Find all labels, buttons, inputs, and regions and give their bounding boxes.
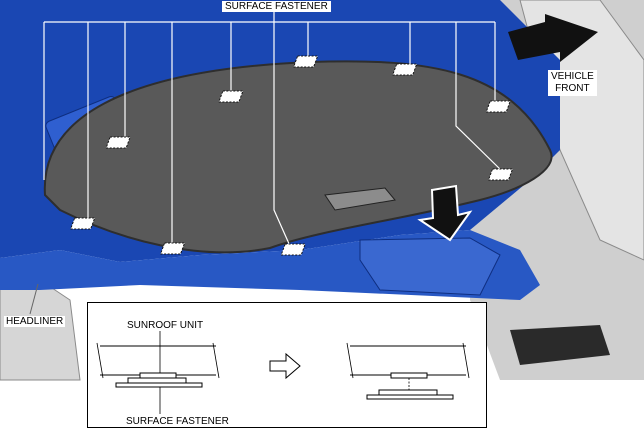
vehicle-front-line2: FRONT xyxy=(555,83,590,94)
after-base-part xyxy=(366,394,454,400)
sunroof-handle xyxy=(324,187,396,211)
leader-headliner xyxy=(29,283,39,315)
leader-lines xyxy=(43,12,504,247)
after-sunroof-part xyxy=(390,372,428,379)
inset-drawing xyxy=(96,331,470,414)
inset-detail: SUNROOF UNIT SURFACE FASTENER xyxy=(87,302,487,428)
console-area xyxy=(359,237,501,296)
fastener-marker-2 xyxy=(69,217,96,230)
transition-arrow xyxy=(269,352,301,380)
vehicle-front-line1: VEHICLE xyxy=(551,71,594,82)
fastener-marker-8 xyxy=(392,63,418,76)
fastener-marker-7 xyxy=(292,55,319,68)
fastener-marker-9 xyxy=(487,168,514,181)
vehicle-front-label: VEHICLE FRONT xyxy=(548,70,597,96)
before-sunroof-part xyxy=(139,372,177,379)
fastener-marker-3 xyxy=(105,136,131,149)
fastener-marker-5 xyxy=(218,90,244,103)
fastener-marker-4 xyxy=(159,242,186,255)
after-fastener-part xyxy=(378,389,438,396)
after-break-left xyxy=(346,342,354,379)
surface-fastener-label: SURFACE FASTENER xyxy=(222,1,331,12)
before-base-part xyxy=(115,382,203,388)
fastener-marker-6 xyxy=(280,243,306,256)
leader-6 xyxy=(273,22,291,247)
after-break-right xyxy=(462,342,470,379)
rear-mirror xyxy=(510,325,610,365)
headliner-label: HEADLINER xyxy=(4,316,66,327)
press-down-arrow xyxy=(417,184,473,242)
fastener-marker-10 xyxy=(485,100,511,113)
before-fastener-part xyxy=(127,377,187,384)
before-break-right xyxy=(212,342,220,379)
leader-9 xyxy=(455,22,504,173)
sunroof-unit-label: SUNROOF UNIT xyxy=(127,320,204,331)
before-break-left xyxy=(96,342,104,379)
vehicle-front-arrow xyxy=(508,14,598,62)
inset-surface-fastener-label: SURFACE FASTENER xyxy=(126,416,229,427)
